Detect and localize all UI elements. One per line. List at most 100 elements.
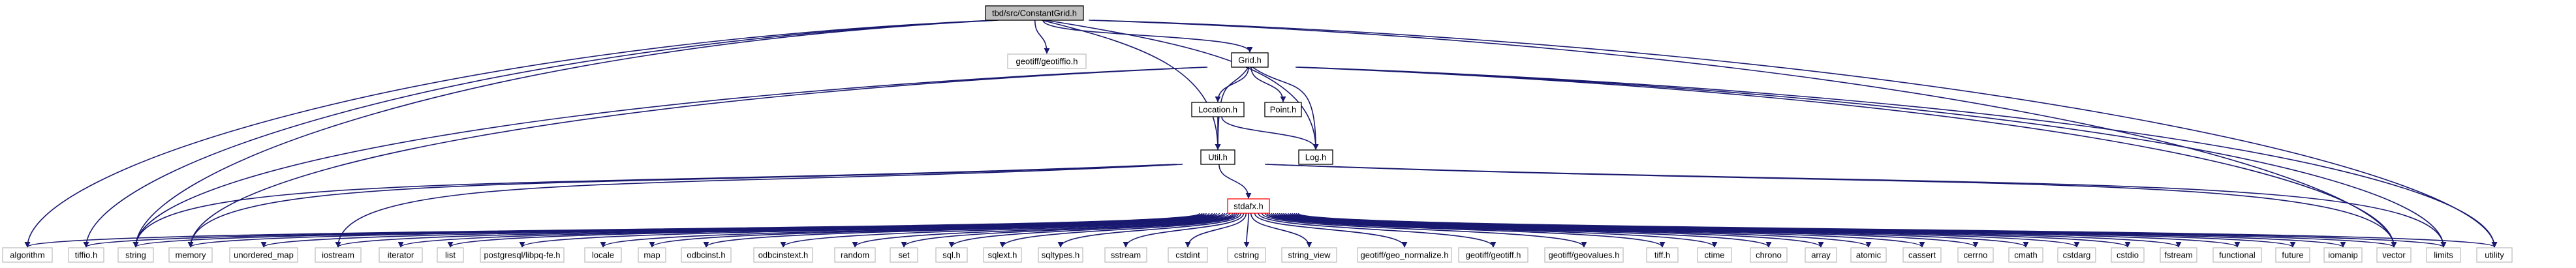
node-box-vector xyxy=(2376,247,2412,263)
edge-root-to-util xyxy=(1042,20,1221,150)
node-location[interactable]: Location.h xyxy=(1191,102,1245,117)
node-box-chrono xyxy=(1750,247,1788,263)
edge-stdafx-to-sql xyxy=(948,213,1237,248)
node-box-cerrno xyxy=(1957,247,1994,263)
node-label-tiffh: tiff.h xyxy=(1654,250,1670,260)
node-label-map: map xyxy=(644,250,660,260)
node-array: array xyxy=(1805,247,1837,263)
node-label-sqlext: sqlext.h xyxy=(988,250,1017,260)
edge-stdafx-to-geo_normalize xyxy=(1254,213,1408,248)
node-box-utility xyxy=(2476,247,2513,263)
node-box-cassert xyxy=(1902,247,1942,263)
node-box-algorithm xyxy=(2,247,53,263)
node-util[interactable]: Util.h xyxy=(1200,149,1235,165)
node-stdafx[interactable]: stdafx.h xyxy=(1227,198,1270,214)
node-label-cstdio: cstdio xyxy=(2117,250,2139,260)
node-cmath: cmath xyxy=(2008,247,2043,263)
node-sql: sql.h xyxy=(935,247,968,263)
node-label-cstring: cstring xyxy=(1234,250,1259,260)
node-label-sqltypes: sqltypes.h xyxy=(1042,250,1080,260)
edge-stdafx-to-utility xyxy=(1297,213,2498,248)
node-label-list: list xyxy=(445,250,456,260)
node-label-geovalues: geotiff/geovalues.h xyxy=(1549,250,1620,260)
node-box-root xyxy=(985,5,1084,21)
node-label-geotiffh: geotiff/geotiff.h xyxy=(1466,250,1521,260)
node-grid[interactable]: Grid.h xyxy=(1231,52,1269,68)
node-map: map xyxy=(638,247,666,263)
node-box-string_view xyxy=(1281,247,1337,263)
edge-root-to-log xyxy=(1046,20,1319,150)
node-box-sqltypes xyxy=(1038,247,1083,263)
node-label-utility: utility xyxy=(2485,250,2504,260)
node-fstream: fstream xyxy=(2160,247,2197,263)
node-sqlext: sqlext.h xyxy=(983,247,1022,263)
node-vector: vector xyxy=(2376,247,2412,263)
node-box-limits xyxy=(2426,247,2461,263)
node-box-tiffh xyxy=(1646,247,1679,263)
edge-stdafx-to-sqlext xyxy=(999,213,1239,248)
node-box-sqlext xyxy=(983,247,1022,263)
node-locale: locale xyxy=(584,247,622,263)
node-box-location xyxy=(1191,102,1245,117)
edge-stdafx-to-tiffh xyxy=(1264,213,1666,248)
node-label-root: tbd/src/ConstantGrid.h xyxy=(992,8,1077,18)
node-cstring: cstring xyxy=(1227,247,1266,263)
edge-stdafx-to-chrono xyxy=(1269,213,1772,248)
edge-stdafx-to-odbcinstext xyxy=(780,213,1231,248)
edge-stdafx-to-random xyxy=(852,213,1234,248)
node-label-atomic: atomic xyxy=(1856,250,1882,260)
node-box-log xyxy=(1298,149,1333,165)
edge-root-to-algorithm xyxy=(24,20,995,248)
edge-stdafx-to-string_view xyxy=(1250,213,1312,248)
node-utility: utility xyxy=(2476,247,2513,263)
node-box-geotiffio xyxy=(1007,53,1087,69)
node-label-memory: memory xyxy=(176,250,206,260)
node-cerrno: cerrno xyxy=(1957,247,1994,263)
node-label-limits: limits xyxy=(2434,250,2453,260)
node-label-iostream: iostream xyxy=(322,250,354,260)
node-box-atomic xyxy=(1850,247,1887,263)
edge-stdafx-to-sstream xyxy=(1123,213,1245,248)
node-root[interactable]: tbd/src/ConstantGrid.h xyxy=(985,5,1084,21)
node-box-geo_normalize xyxy=(1357,247,1452,263)
node-log[interactable]: Log.h xyxy=(1298,149,1333,165)
edge-util-to-memory xyxy=(187,164,1177,248)
edge-location-to-log xyxy=(1221,116,1319,150)
node-label-cerrno: cerrno xyxy=(1964,250,1988,260)
node-box-ctime xyxy=(1697,247,1732,263)
edge-grid-to-location xyxy=(1215,67,1249,102)
node-box-iterator xyxy=(379,247,423,263)
node-algorithm: algorithm xyxy=(2,247,53,263)
edge-grid-to-util xyxy=(1215,67,1249,150)
node-label-iomanip: iomanip xyxy=(2328,250,2358,260)
node-label-log: Log.h xyxy=(1305,153,1327,162)
node-label-cstdint: cstdint xyxy=(1175,250,1200,260)
node-box-map xyxy=(638,247,666,263)
node-geo_normalize: geotiff/geo_normalize.h xyxy=(1357,247,1452,263)
node-memory: memory xyxy=(168,247,213,263)
node-label-string_view: string_view xyxy=(1288,250,1331,260)
node-box-geovalues xyxy=(1544,247,1624,263)
node-label-stdafx: stdafx.h xyxy=(1234,201,1264,211)
edge-grid-to-vector xyxy=(1296,67,2397,248)
node-atomic: atomic xyxy=(1850,247,1887,263)
node-box-sql xyxy=(935,247,968,263)
node-point[interactable]: Point.h xyxy=(1264,102,1302,117)
node-box-set xyxy=(890,247,918,263)
node-iostream: iostream xyxy=(315,247,362,263)
edge-util-to-iostream xyxy=(335,164,1183,248)
edge-util-to-limits xyxy=(1267,164,2447,248)
node-label-set: set xyxy=(898,250,910,260)
node-label-cstdarg: cstdarg xyxy=(2063,250,2091,260)
node-cstdint: cstdint xyxy=(1168,247,1208,263)
node-box-random xyxy=(834,247,876,263)
node-label-odbcinst: odbcinst.h xyxy=(687,250,725,260)
edge-stdafx-to-sqltypes xyxy=(1057,213,1242,248)
node-box-odbcinstext xyxy=(753,247,813,263)
node-label-odbcinstext: odbcinstext.h xyxy=(758,250,809,260)
node-label-ctime: ctime xyxy=(1704,250,1724,260)
node-label-vector: vector xyxy=(2382,250,2406,260)
edge-grid-to-limits xyxy=(1297,67,2447,248)
node-box-cstdarg xyxy=(2057,247,2096,263)
